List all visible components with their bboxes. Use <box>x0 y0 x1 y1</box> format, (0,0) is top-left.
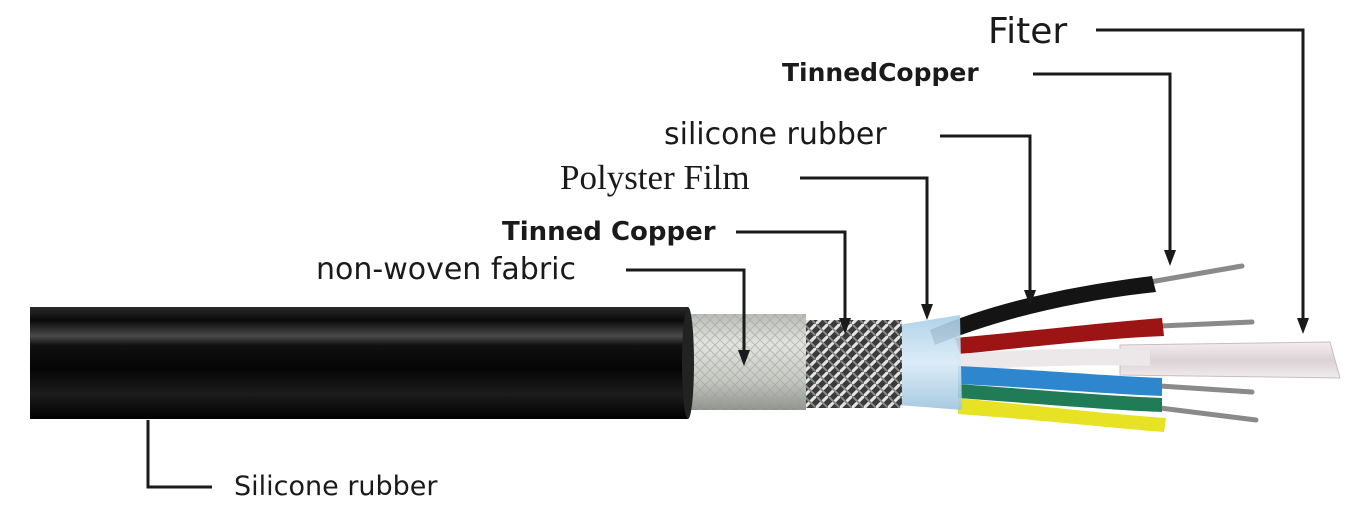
label-fiter: Fiter <box>988 11 1068 52</box>
leader-silicone-rubber-jacket <box>146 420 212 489</box>
yellow-wire <box>958 398 1166 432</box>
black-wire <box>930 276 1156 345</box>
label-non-woven-fabric: non-woven fabric <box>316 252 577 287</box>
arrow-tinned-copper-shield <box>839 318 851 334</box>
leader-lines <box>146 28 1305 489</box>
insulated-wires <box>930 276 1166 432</box>
silicone-rubber-jacket <box>30 307 688 419</box>
red-wire-strands <box>1157 319 1255 329</box>
arrow-polyster-film <box>921 304 933 320</box>
black-wire-strands <box>1147 263 1245 285</box>
blue-wire-strands <box>1157 383 1255 395</box>
arrow-heads <box>738 250 1309 366</box>
arrow-tinned-copper-inner <box>1164 250 1176 266</box>
leader-fiter <box>1096 28 1305 320</box>
label-tinned-copper-shield: Tinned Copper <box>502 217 716 247</box>
jacket-end-edge <box>682 307 694 419</box>
label-tinned-copper-inner: TinnedCopper <box>782 58 979 87</box>
tinned-copper-braid <box>802 320 902 408</box>
label-silicone-rubber-jacket: Silicone rubber <box>234 471 438 502</box>
leader-polyster-film <box>800 176 929 306</box>
arrow-silicone-rubber-inner <box>1024 290 1036 306</box>
arrow-fiter <box>1297 318 1309 334</box>
leader-tinned-copper-shield <box>736 230 847 320</box>
green-wire <box>958 384 1162 412</box>
filter-fibers <box>1119 341 1341 379</box>
yellow-wire-strands <box>1157 405 1259 423</box>
leader-non-woven-fabric <box>626 268 746 352</box>
arrow-non-woven-fabric <box>738 350 750 366</box>
red-wire <box>955 318 1164 354</box>
leader-silicone-rubber-inner <box>940 134 1032 292</box>
leader-tinned-copper-inner <box>1033 72 1172 252</box>
label-silicone-rubber-inner: silicone rubber <box>664 117 887 152</box>
polyster-film-layer <box>898 315 962 410</box>
white-wire <box>955 348 1150 370</box>
label-polyster-film: Polyster Film <box>560 158 750 197</box>
blue-wire <box>958 366 1162 396</box>
strand-tips <box>1147 263 1259 423</box>
